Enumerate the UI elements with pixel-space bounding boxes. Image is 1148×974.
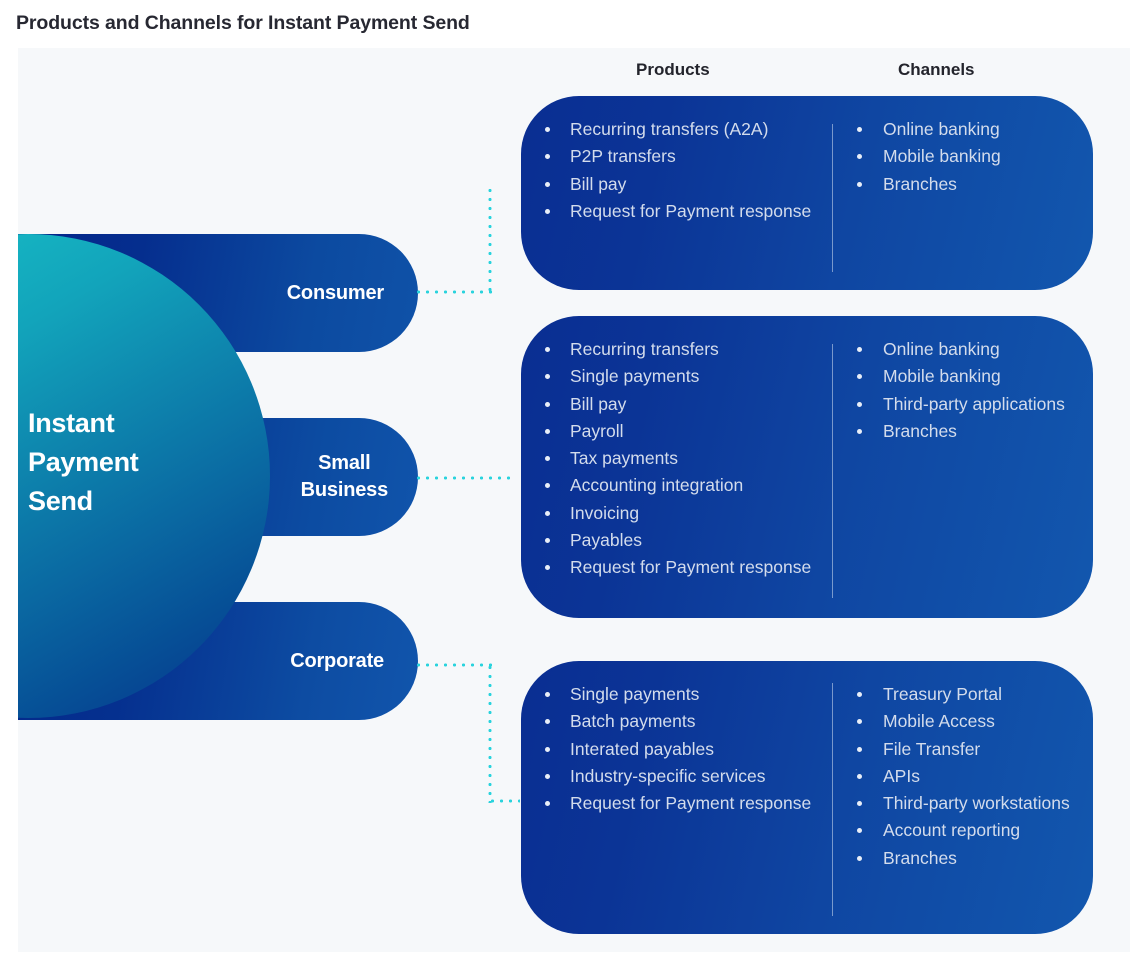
connector-corporate-horizontal bbox=[414, 663, 492, 667]
page-title: Products and Channels for Instant Paymen… bbox=[16, 12, 470, 34]
list-item: Online banking bbox=[854, 116, 1093, 143]
list-item: Batch payments bbox=[542, 708, 832, 735]
connector-corporate-horizontal-2 bbox=[488, 799, 520, 803]
list-item: Payables bbox=[542, 527, 832, 554]
list-item: Online banking bbox=[854, 336, 1093, 363]
list-item: Invoicing bbox=[542, 500, 832, 527]
column-divider bbox=[832, 683, 834, 916]
list-item: Mobile banking bbox=[854, 143, 1093, 170]
hub-label: Instant Payment Send bbox=[28, 408, 139, 516]
list-item: Industry-specific services bbox=[542, 763, 832, 790]
list-item: Request for Payment response bbox=[542, 790, 832, 817]
list-item: Tax payments bbox=[542, 445, 832, 472]
list-item: Third-party workstations bbox=[854, 790, 1093, 817]
list-item: Treasury Portal bbox=[854, 681, 1093, 708]
list-item: Payroll bbox=[542, 418, 832, 445]
connector-corporate-vertical bbox=[488, 663, 492, 803]
list-item: Branches bbox=[854, 845, 1093, 872]
list-item: Request for Payment response bbox=[542, 198, 832, 225]
list-item: File Transfer bbox=[854, 736, 1093, 763]
segment-pill-label: Corporate bbox=[290, 649, 384, 672]
list-item: Accounting integration bbox=[542, 472, 832, 499]
list-item: Third-party applications bbox=[854, 391, 1093, 418]
column-divider bbox=[832, 344, 834, 598]
list-item: Mobile banking bbox=[854, 363, 1093, 390]
list-item: Bill pay bbox=[542, 391, 832, 418]
list-item: P2P transfers bbox=[542, 143, 832, 170]
list-item: Single payments bbox=[542, 363, 832, 390]
segment-pill-label: Consumer bbox=[286, 281, 385, 304]
list-item: Request for Payment response bbox=[542, 554, 832, 581]
list-item: APIs bbox=[854, 763, 1093, 790]
connector-consumer-horizontal bbox=[414, 290, 492, 294]
segment-pill-label: Small Business bbox=[300, 452, 389, 501]
connector-small-business-horizontal bbox=[414, 476, 516, 480]
list-item: Single payments bbox=[542, 681, 832, 708]
list-item: Bill pay bbox=[542, 171, 832, 198]
column-divider bbox=[832, 124, 834, 272]
channels-column-header: Channels bbox=[898, 60, 975, 79]
list-item: Branches bbox=[854, 418, 1093, 445]
list-item: Interated payables bbox=[542, 736, 832, 763]
list-item: Recurring transfers (A2A) bbox=[542, 116, 832, 143]
products-column-header: Products bbox=[636, 60, 710, 79]
list-item: Branches bbox=[854, 171, 1093, 198]
connector-consumer-vertical bbox=[488, 186, 492, 294]
list-item: Account reporting bbox=[854, 817, 1093, 844]
list-item: Recurring transfers bbox=[542, 336, 832, 363]
list-item: Mobile Access bbox=[854, 708, 1093, 735]
